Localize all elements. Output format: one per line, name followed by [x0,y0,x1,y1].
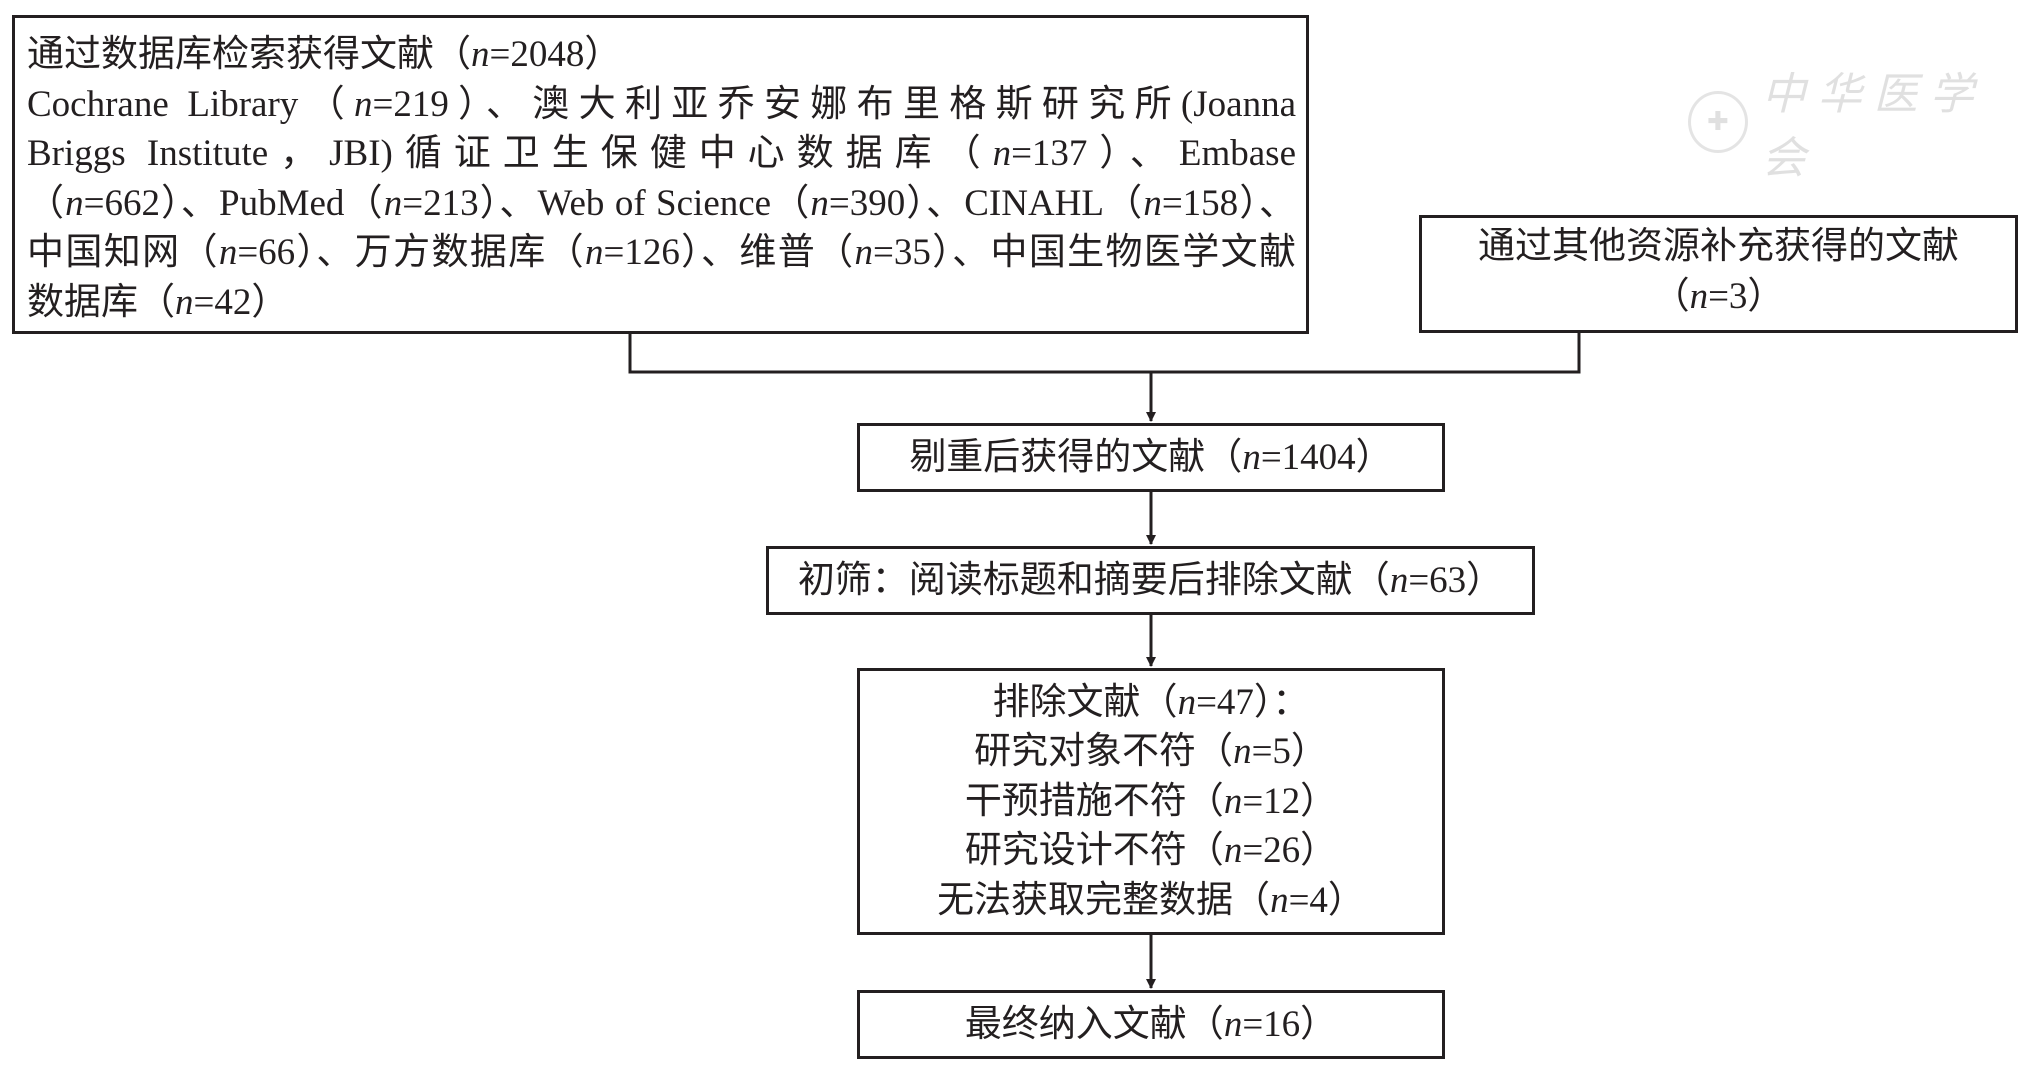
box-line: 无法获取完整数据（n=4） [937,879,1365,921]
box-line: Cochrane Library（n=219）、澳大利亚乔安娜布里格斯研究所(J… [27,83,1296,125]
box-line: （n=662）、PubMed（n=213）、Web of Science（n=3… [27,182,1296,224]
box-line: 初筛：阅读标题和摘要后排除文献（n=63） [797,559,1504,601]
box-line: 最终纳入文献（n=16） [964,1003,1338,1045]
box-line: 通过数据库检索获得文献（n=2048） [27,34,622,75]
box-line: 研究设计不符（n=26） [964,830,1338,872]
box-line: 数据库（n=42） [27,281,289,323]
box-line: （n=3） [1652,275,1785,317]
watermark: ✚ 中华医学会 [1688,58,2030,186]
database-search-box: 通过数据库检索获得文献（n=2048） Cochrane Library（n=2… [12,15,1309,334]
society-seal-icon: ✚ [1688,91,1748,153]
watermark-text: 中华医学会 [1761,70,1986,183]
other-sources-box: 通过其他资源补充获得的文献 （n=3） [1419,215,2018,333]
box-line: 研究对象不符（n=5） [974,731,1328,773]
box-line: Briggs Institute，JBI)循证卫生保健中心数据库（n=137）、… [27,133,1296,174]
final-included-box: 最终纳入文献（n=16） [857,990,1445,1059]
excluded-box: 排除文献（n=47）： 研究对象不符（n=5） 干预措施不符（n=12） 研究设… [857,668,1445,935]
box-line: 干预措施不符（n=12） [964,780,1338,822]
initial-screen-box: 初筛：阅读标题和摘要后排除文献（n=63） [766,546,1535,615]
deduplicated-box: 剔重后获得的文献（n=1404） [857,423,1445,492]
box-line: 通过其他资源补充获得的文献 [1478,226,1959,267]
merge-connector [628,333,1581,374]
box-line: 剔重后获得的文献（n=1404） [909,436,1393,478]
box-line: 中国知网（n=66）、万方数据库（n=126）、维普（n=35）、中国生物医学文… [27,232,1296,273]
box-line: 排除文献（n=47）： [992,681,1310,723]
